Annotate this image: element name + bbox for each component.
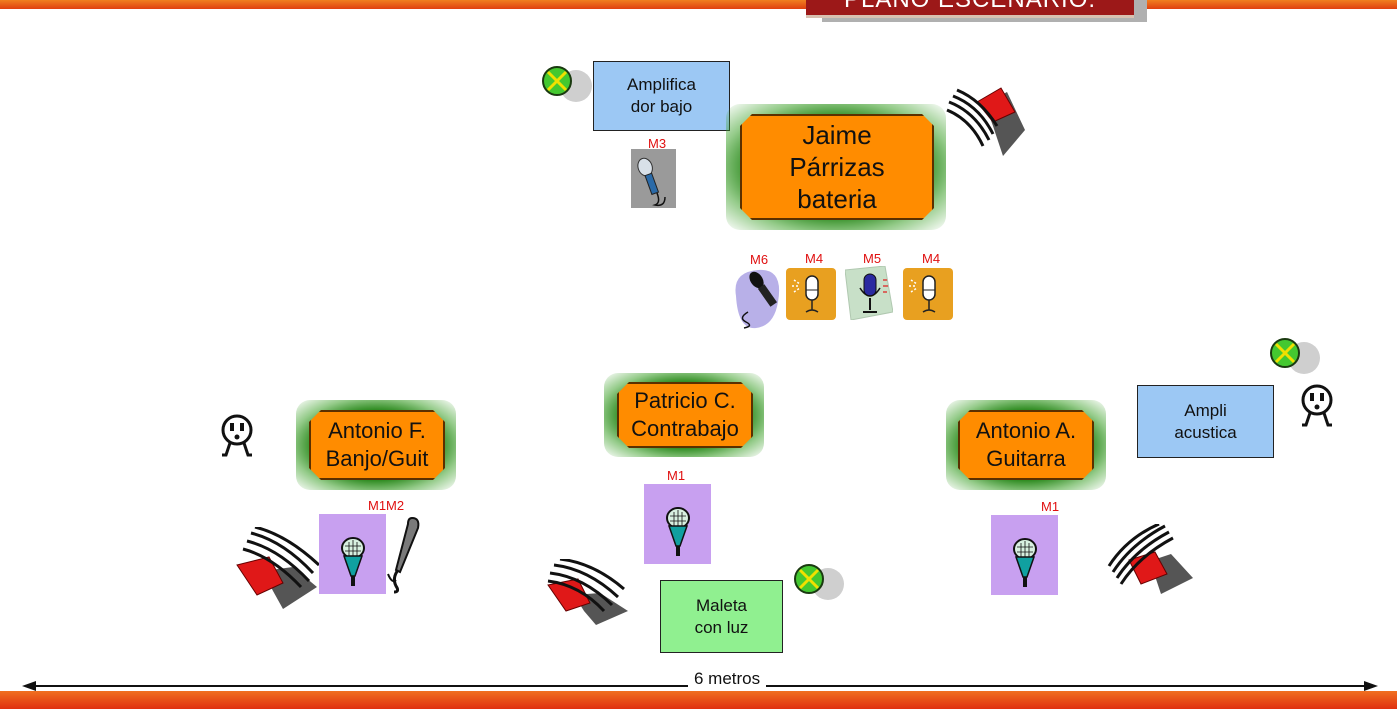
musician-instrument-line: bateria bbox=[797, 184, 877, 214]
bottom-bar bbox=[0, 691, 1397, 709]
power-outlet-icon bbox=[1270, 338, 1320, 374]
musician-instrument-line: Guitarra bbox=[986, 446, 1066, 471]
monitor-speaker-icon bbox=[236, 527, 321, 609]
condenser-mic-icon bbox=[786, 268, 836, 320]
musician-name-line: Jaime bbox=[802, 120, 872, 150]
musician-name-line: Antonio F. bbox=[328, 418, 426, 443]
mic-label-m3: M3 bbox=[648, 136, 667, 151]
amp-maleta-line2: con luz bbox=[694, 617, 749, 637]
musician-name-line: Antonio A. bbox=[975, 418, 1077, 443]
mic-m1-antonio-a bbox=[991, 515, 1058, 595]
scale-label: 6 metros bbox=[688, 669, 767, 689]
studio-mic-icon bbox=[845, 266, 893, 320]
vocal-mic-icon bbox=[1013, 538, 1037, 587]
mic-label-m6: M6 bbox=[750, 252, 769, 267]
amp-acustica-line1: Ampli bbox=[1184, 400, 1227, 420]
mic-m6-icon bbox=[735, 269, 780, 329]
socket-icon bbox=[1301, 384, 1333, 427]
amp-bajo-line2: dor bajo bbox=[630, 97, 693, 116]
amp-acustica-line2: acustica bbox=[1174, 422, 1237, 442]
power-outlet-icon bbox=[542, 66, 592, 102]
musician-name-line: Patricio C. bbox=[634, 388, 736, 413]
socket-icon bbox=[221, 414, 253, 457]
mic-m1-patricio bbox=[644, 484, 711, 564]
mic-label-m2: M2 bbox=[386, 498, 405, 513]
mic-label-m1: M1 bbox=[667, 468, 686, 483]
amp-maleta-line1: Maleta bbox=[695, 595, 748, 615]
musician-name-line: Párrizas bbox=[789, 152, 885, 182]
page-title: PLANO ESCENARIO. bbox=[806, 0, 1134, 18]
amp-bajo: Amplifica dor bajo bbox=[593, 61, 730, 131]
monitor-speaker-icon bbox=[547, 559, 628, 625]
amp-bajo-line1: Amplifica bbox=[627, 75, 696, 94]
musician-instrument-line: Banjo/Guit bbox=[325, 446, 429, 471]
top-bar bbox=[0, 0, 1397, 9]
monitor-speaker-icon bbox=[946, 87, 1025, 156]
vocal-mic-icon bbox=[666, 507, 690, 556]
handheld-mic-icon bbox=[637, 157, 666, 207]
power-outlet-icon bbox=[794, 564, 844, 600]
condenser-mic-icon bbox=[903, 268, 953, 320]
mic-m1-antonio-f bbox=[319, 514, 386, 594]
mic-label-m1: M1 bbox=[1041, 499, 1060, 514]
musician-instrument-line: Contrabajo bbox=[631, 416, 739, 441]
mic-label-m5: M5 bbox=[863, 251, 882, 266]
mic-label-m4: M4 bbox=[922, 251, 941, 266]
monitor-speaker-icon bbox=[1107, 524, 1193, 594]
musician-antonio-a: Antonio A. Guitarra bbox=[958, 410, 1094, 480]
vocal-mic-icon bbox=[341, 537, 365, 586]
musician-antonio-f: Antonio F. Banjo/Guit bbox=[309, 410, 445, 480]
mic-label-m4: M4 bbox=[805, 251, 824, 266]
musician-patricio: Patricio C. Contrabajo bbox=[617, 382, 753, 448]
mic-label-m1: M1 bbox=[368, 498, 387, 513]
instrument-mic-icon bbox=[387, 516, 420, 594]
mic-m3 bbox=[631, 149, 676, 208]
